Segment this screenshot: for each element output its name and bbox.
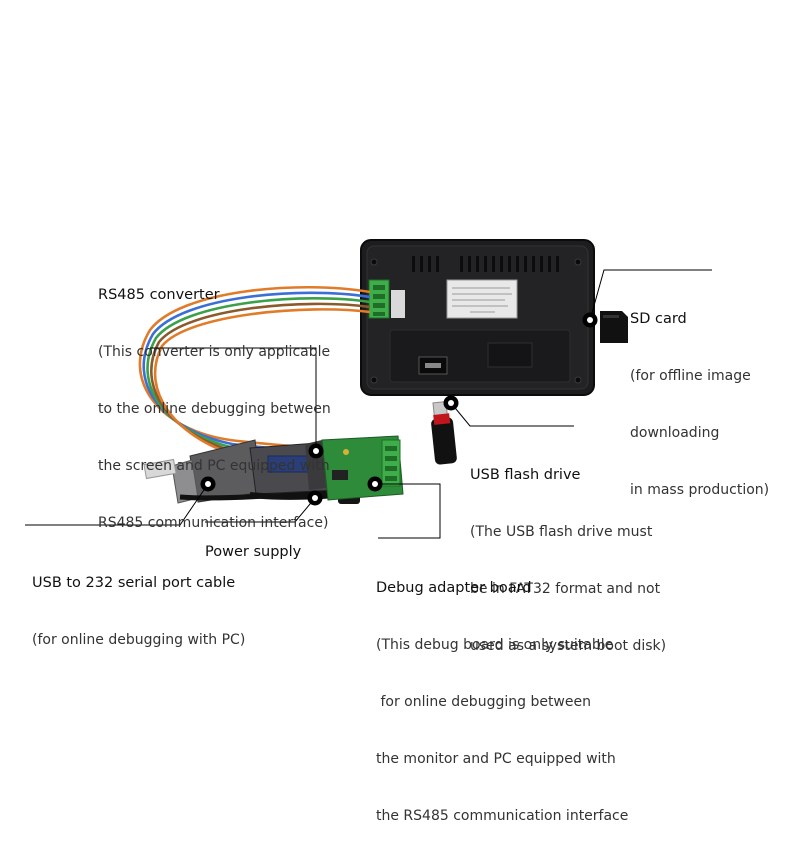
leader-sd [589, 269, 712, 321]
leader-usb-drive [450, 402, 574, 427]
callout-usb-drive-line: be in FAT32 format and not [470, 581, 661, 597]
callout-rs485-line: RS485 communication interface) [98, 515, 329, 531]
marker-usb232 [200, 476, 216, 492]
hmi-device [360, 239, 595, 396]
callout-rs485-title: RS485 converter [98, 287, 220, 303]
marker-power [307, 490, 323, 506]
callout-sd-title: SD card [630, 311, 687, 327]
vent-slots [412, 256, 559, 272]
leader-debug [375, 483, 441, 539]
callout-usb232-line: (for online debugging with PC) [32, 632, 246, 648]
callout-debug-title: Debug adapter board [376, 580, 532, 596]
callout-sd: SD card (for offline image downloading i… [630, 272, 769, 519]
debug-adapter-board [321, 435, 404, 501]
callout-rs485: RS485 converter (This converter is only … [98, 248, 331, 552]
callout-usb-drive: USB flash drive (The USB flash drive mus… [470, 428, 666, 675]
callout-sd-line: in mass production) [630, 482, 770, 498]
callout-usb-drive-line: (The USB flash drive must [470, 524, 653, 540]
callout-debug-line: (This debug board is only suitable [376, 637, 614, 653]
callout-power-title: Power supply [205, 544, 302, 560]
callout-usb232: USB to 232 serial port cable (for online… [32, 536, 245, 669]
callout-usb232-title: USB to 232 serial port cable [32, 575, 236, 591]
leader-usb232 [25, 483, 209, 526]
leader-lines [25, 269, 712, 539]
callout-sd-line: (for offline image [630, 368, 751, 384]
marker-usb-drive [443, 395, 459, 411]
callout-rs485-line: to the online debugging between [98, 401, 331, 417]
callout-debug-line: the RS485 communication interface [376, 808, 629, 824]
callout-usb-drive-title: USB flash drive [470, 467, 581, 483]
callout-usb-drive-line: used as a system boot disk) [470, 638, 667, 654]
sd-card [600, 311, 628, 343]
marker-sd [582, 312, 598, 328]
callout-sd-line: downloading [630, 425, 720, 441]
diagram-canvas [25, 239, 712, 539]
callout-rs485-line: the screen and PC equipped with [98, 458, 330, 474]
diagram: RS485 converter (This converter is only … [25, 239, 769, 824]
callout-markers [200, 312, 598, 506]
callout-debug: Debug adapter board (This debug board is… [376, 541, 628, 845]
leader-power [205, 497, 316, 523]
callout-debug-line: for online debugging between [376, 694, 591, 710]
callout-power: Power supply [205, 505, 301, 581]
callout-rs485-line: (This converter is only applicable [98, 344, 331, 360]
usb-flash-drive [431, 401, 457, 465]
marker-debug [367, 476, 383, 492]
leader-rs485 [150, 347, 317, 451]
marker-rs485 [308, 443, 324, 459]
callout-debug-line: the monitor and PC equipped with [376, 751, 616, 767]
